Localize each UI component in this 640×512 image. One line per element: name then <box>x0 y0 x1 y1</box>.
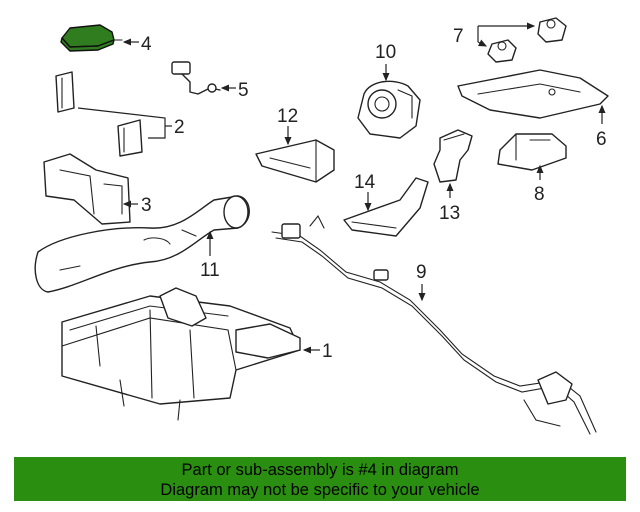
part-12 <box>255 139 335 183</box>
callout-14: 14 <box>354 172 376 212</box>
svg-text:7: 7 <box>453 26 464 47</box>
svg-text:5: 5 <box>238 80 249 101</box>
svg-text:3: 3 <box>141 195 152 216</box>
callout-1: 1 <box>302 341 333 362</box>
svg-text:1: 1 <box>322 341 333 362</box>
svg-text:6: 6 <box>596 129 607 150</box>
svg-text:12: 12 <box>277 106 298 127</box>
part-14 <box>343 177 429 237</box>
callout-13: 13 <box>439 182 460 224</box>
banner-line-2: Diagram may not be specific to your vehi… <box>160 481 480 499</box>
part-10 <box>357 80 421 139</box>
banner-line-1: Part or sub-assembly is #4 in diagram <box>181 461 459 479</box>
part-3 <box>43 153 131 225</box>
part-8 <box>497 133 567 171</box>
svg-text:11: 11 <box>200 260 220 281</box>
callout-12: 12 <box>277 106 298 146</box>
part-9 <box>271 214 597 435</box>
callout-3: 3 <box>122 195 152 216</box>
callout-9: 9 <box>416 262 427 302</box>
svg-text:9: 9 <box>416 262 427 283</box>
part-13 <box>433 129 473 183</box>
callout-11: 11 <box>200 230 220 281</box>
svg-text:14: 14 <box>354 172 376 193</box>
callout-2: 2 <box>77 107 185 139</box>
info-banner: Part or sub-assembly is #4 in diagram Di… <box>14 457 626 501</box>
callout-8: 8 <box>534 164 545 205</box>
part-2 <box>55 71 143 157</box>
callout-7: 7 <box>453 22 536 47</box>
part-5 <box>171 61 221 95</box>
callout-10: 10 <box>375 42 396 82</box>
svg-text:2: 2 <box>174 117 185 138</box>
svg-text:10: 10 <box>375 42 396 63</box>
svg-text:8: 8 <box>534 184 545 205</box>
svg-text:4: 4 <box>141 34 152 55</box>
part-11 <box>34 195 250 293</box>
svg-text:13: 13 <box>439 203 460 224</box>
callout-4: 4 <box>122 34 152 55</box>
part-4-highlighted[interactable] <box>60 24 123 52</box>
callout-6: 6 <box>596 104 607 150</box>
callout-5: 5 <box>220 80 249 101</box>
part-1 <box>61 287 301 421</box>
parts-diagram: 4 5 2 3 11 <box>34 17 609 435</box>
part-6 <box>457 69 609 119</box>
part-7 <box>487 17 567 63</box>
